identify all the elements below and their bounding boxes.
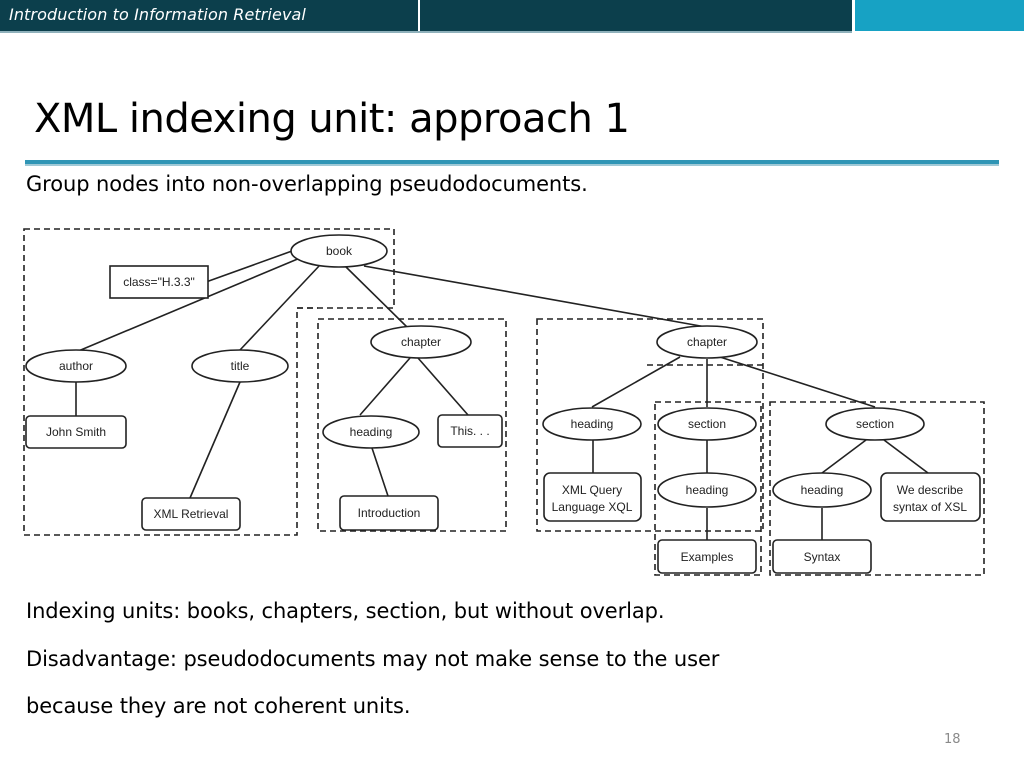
- label-examples: Examples: [681, 550, 734, 564]
- label-author: author: [59, 359, 93, 373]
- label-introduction: Introduction: [358, 506, 421, 520]
- title-rule-light: [25, 164, 999, 166]
- slide-title: XML indexing unit: approach 1: [34, 96, 630, 142]
- node-xml-query: [543, 472, 642, 522]
- edge-title-xmlretrieval: [189, 381, 241, 499]
- edge-heading-introduction: [371, 447, 389, 497]
- label-book: book: [326, 244, 353, 258]
- label-heading1: heading: [350, 425, 393, 439]
- course-title: Introduction to Information Retrieval: [9, 5, 306, 24]
- node-heading3: [657, 472, 757, 508]
- header-segment-accent: [855, 0, 1024, 31]
- node-section1: [657, 407, 757, 441]
- page-number: 18: [944, 732, 961, 747]
- label-title: title: [231, 359, 250, 373]
- bullet-indexing-units: Indexing units: books, chapters, section…: [26, 599, 665, 623]
- node-john-smith: [25, 415, 127, 449]
- edge-book-chapter2: [363, 265, 707, 328]
- edge-book-author: [75, 257, 301, 353]
- bullet-disadvantage: Disadvantage: pseudodocuments may not ma…: [26, 647, 720, 671]
- label-chapter2: chapter: [687, 335, 727, 349]
- label-chapter1: chapter: [401, 335, 441, 349]
- edge-chapter2-heading: [591, 356, 681, 408]
- label-xml-retrieval: XML Retrieval: [154, 507, 229, 521]
- node-author: [25, 349, 127, 383]
- label-heading2: heading: [571, 417, 614, 431]
- label-we-describe-line1: We describe: [897, 483, 964, 497]
- node-chapter1: [370, 325, 472, 359]
- header-segment-middle: [420, 0, 852, 31]
- edge-chapter2-section2: [719, 356, 876, 408]
- label-class-attr: class="H.3.3": [123, 275, 195, 289]
- bullet-disadvantage-cont: because they are not coherent units.: [26, 694, 411, 718]
- node-introduction: [339, 495, 439, 531]
- label-xml-query-line2: Language XQL: [552, 500, 633, 514]
- edge-chapter1-this: [417, 357, 469, 416]
- label-xml-query-line1: XML Query: [562, 483, 622, 497]
- node-we-describe: [880, 472, 981, 522]
- label-syntax: Syntax: [804, 550, 841, 564]
- node-this-text: [437, 414, 503, 448]
- node-heading1: [322, 415, 420, 449]
- header-segment-left: [0, 0, 418, 31]
- node-xml-retrieval: [141, 497, 241, 531]
- edge-book-chapter1: [344, 265, 409, 329]
- intro-text: Group nodes into non-overlapping pseudod…: [26, 172, 588, 196]
- node-heading4: [772, 472, 872, 508]
- label-we-describe-line2: syntax of XSL: [893, 500, 967, 514]
- label-john-smith: John Smith: [46, 425, 106, 439]
- edge-section2-wedescribe: [883, 439, 929, 474]
- edge-chapter1-heading: [359, 357, 411, 416]
- label-heading3: heading: [686, 483, 729, 497]
- group-chapter1-box: [317, 318, 507, 532]
- node-book: [290, 234, 388, 268]
- node-heading2: [542, 407, 642, 441]
- group-chapter2-box: [536, 318, 764, 532]
- node-section2: [825, 407, 925, 441]
- node-class-attr: [109, 265, 209, 299]
- edge-book-title: [239, 264, 321, 351]
- node-chapter2: [656, 325, 758, 359]
- title-rule: [25, 160, 999, 164]
- header-underline: [0, 31, 852, 33]
- label-section2: section: [856, 417, 894, 431]
- header-bar: Introduction to Information Retrieval: [0, 0, 1024, 33]
- edge-book-class: [205, 250, 293, 283]
- label-this-text: This. . .: [450, 424, 489, 438]
- edge-section2-heading: [821, 439, 867, 474]
- group-section1-box: [654, 401, 762, 576]
- label-section1: section: [688, 417, 726, 431]
- label-heading4: heading: [801, 483, 844, 497]
- node-title: [191, 349, 289, 383]
- node-syntax: [772, 539, 872, 574]
- group-section2-box: [769, 401, 985, 576]
- node-examples: [657, 539, 757, 574]
